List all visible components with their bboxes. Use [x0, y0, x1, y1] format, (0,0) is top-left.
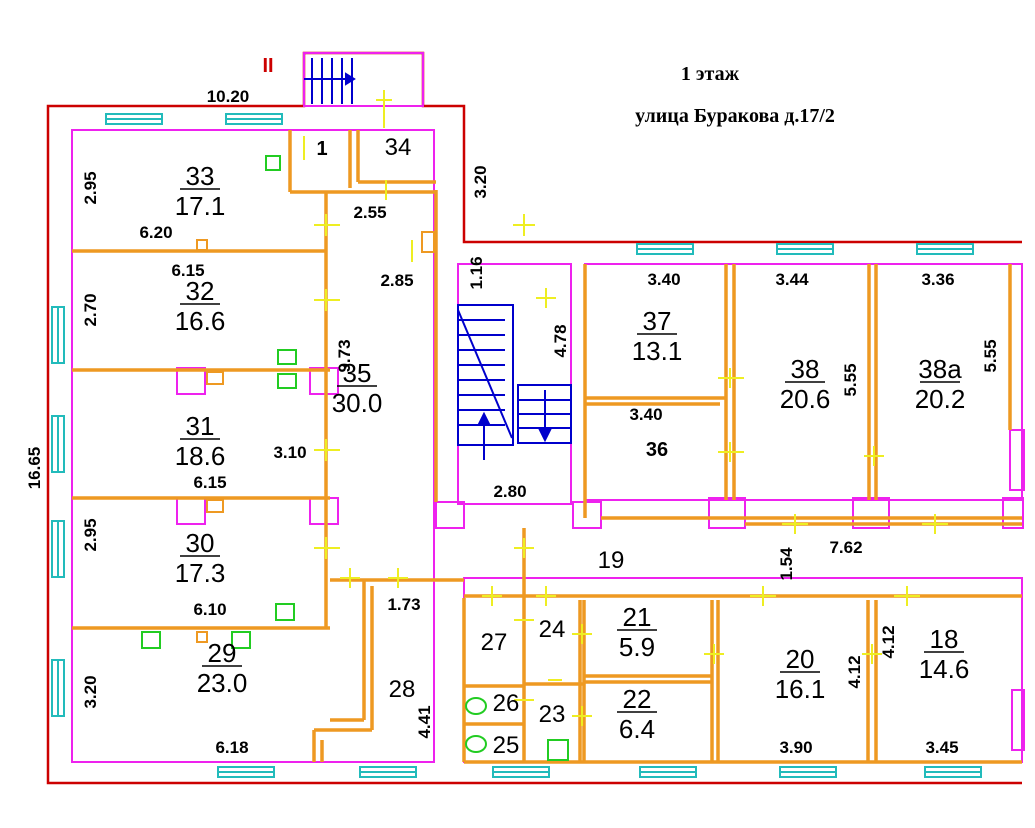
room-number: 31	[186, 411, 215, 441]
room-area: 20.6	[780, 384, 831, 414]
dimension-label: 7.62	[829, 538, 862, 557]
dimension-label: 3.40	[629, 405, 662, 424]
room-number: 25	[493, 732, 520, 759]
room-area: 23.0	[197, 668, 248, 698]
room-area: 20.2	[915, 384, 966, 414]
dimension-label: 9.73	[335, 339, 354, 372]
dimension-label: 2.55	[353, 203, 386, 222]
room-number: 38	[791, 354, 820, 384]
room-area: 30.0	[332, 388, 383, 418]
room-number: 33	[186, 161, 215, 191]
dimension-label: 4.12	[845, 655, 864, 688]
room-area: 5.9	[619, 632, 655, 662]
room-number: 36	[646, 439, 668, 461]
dimension-label: 6.20	[139, 223, 172, 242]
windows	[51, 113, 982, 778]
room-area: 14.6	[919, 654, 970, 684]
door-marks	[303, 90, 948, 726]
room-number: 30	[186, 528, 215, 558]
dimension-label: 5.55	[841, 363, 860, 396]
room-number: 35	[343, 358, 372, 388]
dimension-label: 16.65	[25, 447, 44, 490]
room-number: 29	[208, 638, 237, 668]
room-number: 1	[316, 138, 327, 160]
room-number: 18	[930, 624, 959, 654]
dimension-label: 2.95	[81, 171, 100, 204]
room-area: 18.6	[175, 441, 226, 471]
dimension-label: 1.54	[777, 547, 796, 581]
room-numbers: 1 34 36 19 28 27 24 26 23 25	[316, 134, 668, 759]
dimension-label: 1.73	[387, 595, 420, 614]
room-number: 19	[598, 547, 625, 574]
room-area: 16.6	[175, 306, 226, 336]
dimension-label: 4.41	[415, 705, 434, 738]
dimension-label: 2.85	[380, 271, 413, 290]
dimension-label: 5.55	[981, 339, 1000, 372]
dimension-label: 3.90	[779, 738, 812, 757]
room-area: 17.3	[175, 558, 226, 588]
dimension-label: 6.15	[171, 261, 204, 280]
door-stubs	[196, 231, 435, 643]
dimension-label: 2.95	[81, 518, 100, 551]
fixtures	[141, 155, 569, 761]
dimension-label: 3.40	[647, 270, 680, 289]
room-number: 37	[643, 306, 672, 336]
dimension-label: 6.15	[193, 473, 226, 492]
room-number: 23	[539, 701, 566, 728]
room-number: 24	[539, 616, 566, 643]
room-number: 28	[389, 676, 416, 703]
dimension-label: 3.20	[471, 165, 490, 198]
dimension-label: 2.70	[81, 293, 100, 326]
dimension-label: 1.16	[467, 256, 486, 289]
room-area: 13.1	[632, 336, 683, 366]
dimension-label: 4.12	[879, 625, 898, 658]
room-number: 34	[385, 134, 412, 161]
floor-title: 1 этаж	[681, 63, 740, 85]
staircase	[304, 58, 572, 460]
room-number: 21	[623, 602, 652, 632]
dimension-label: 3.20	[81, 675, 100, 708]
dimension-label: 3.10	[273, 443, 306, 462]
room-area: 6.4	[619, 714, 655, 744]
roman-numeral-mark: II	[262, 55, 273, 77]
dimension-label: 6.18	[215, 738, 248, 757]
address-title: улица Буракова д.17/2	[635, 105, 835, 127]
room-number: 32	[186, 276, 215, 306]
room-number: 20	[786, 644, 815, 674]
room-area: 17.1	[175, 191, 226, 221]
dimension-label: 4.78	[551, 324, 570, 357]
dimension-label: 3.44	[775, 270, 809, 289]
dimension-label: 2.80	[493, 482, 526, 501]
dimension-label: 10.20	[207, 87, 250, 106]
room-number: 27	[481, 629, 508, 656]
room-number: 38а	[918, 354, 962, 384]
dimension-label: 3.36	[921, 270, 954, 289]
dimension-labels: 10.20 16.65 2.95 6.20 6.15 2.70 9.73 2.85 3.10 6.…	[25, 87, 1000, 757]
dimension-label: 6.10	[193, 600, 226, 619]
room-area: 16.1	[775, 674, 826, 704]
room-number: 26	[493, 690, 520, 717]
dimension-label: 3.45	[925, 738, 958, 757]
room-number: 22	[623, 684, 652, 714]
